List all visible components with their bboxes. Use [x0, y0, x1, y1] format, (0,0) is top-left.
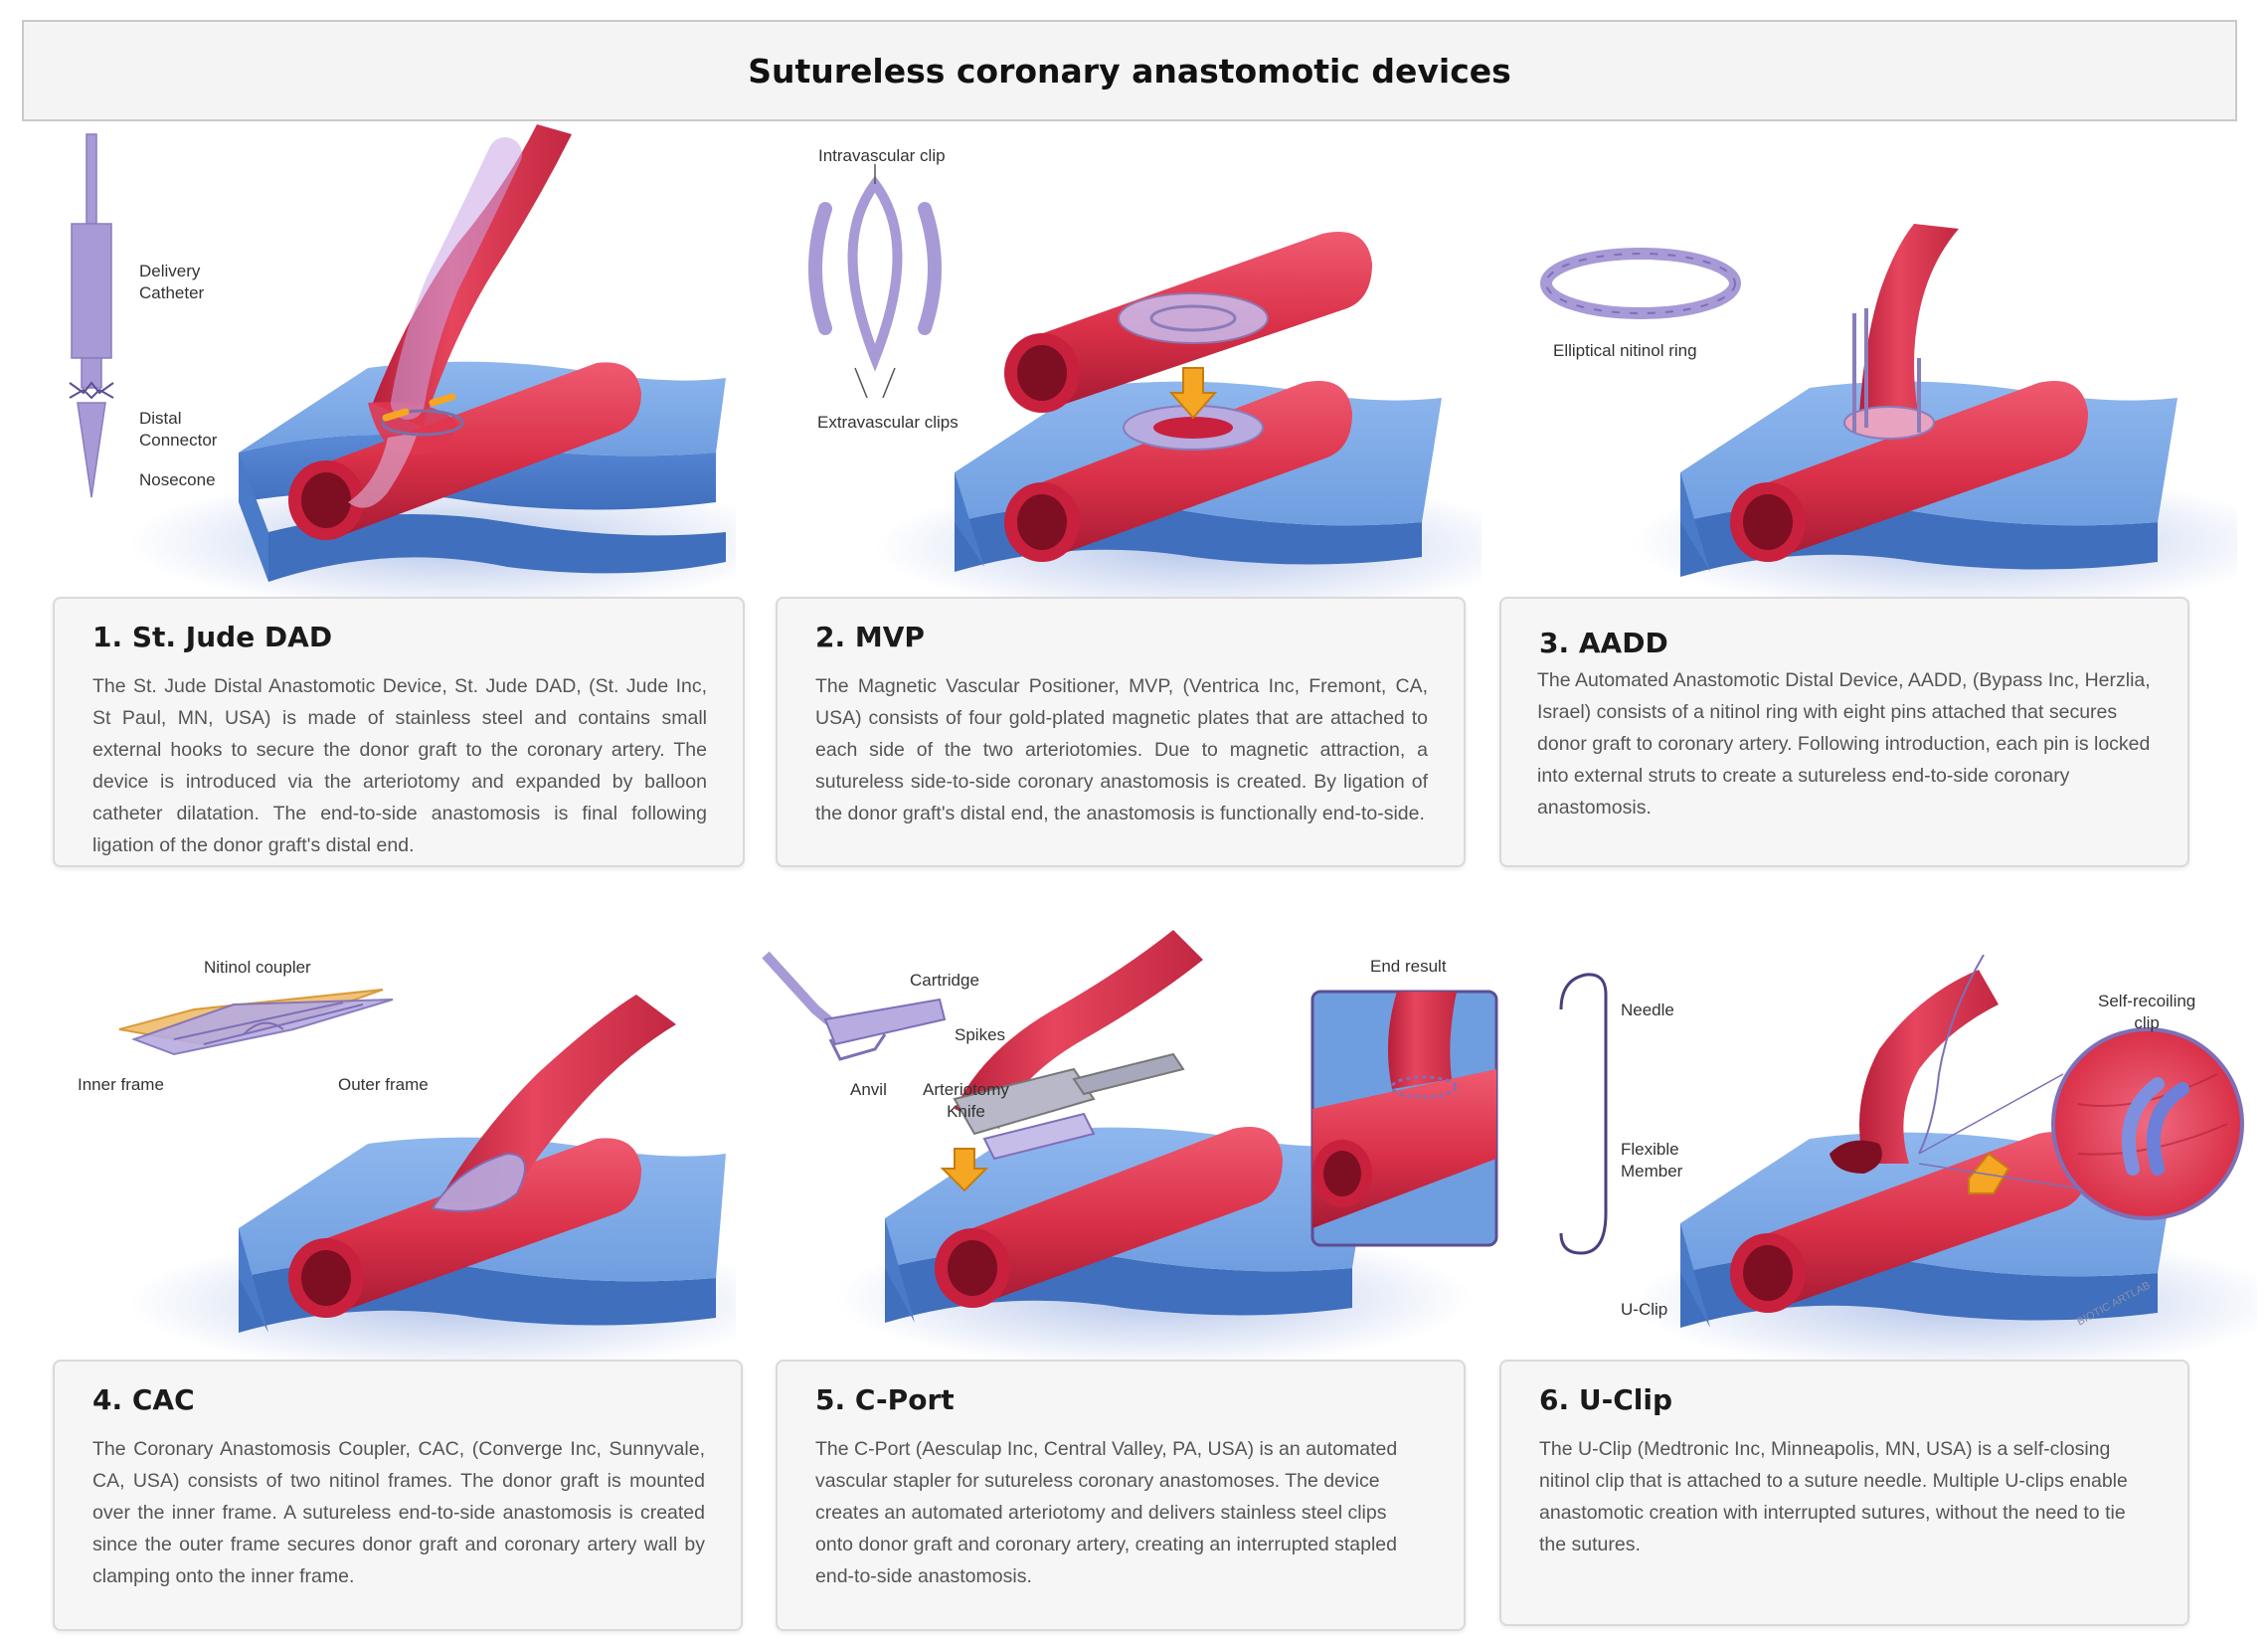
label-u-clip: U-Clip	[1621, 1300, 1668, 1319]
label-extravascular-clips: Extravascular clips	[817, 413, 959, 432]
label-end-result: End result	[1370, 957, 1447, 976]
card-text: The U-Clip (Medtronic Inc, Minneapolis, …	[1539, 1438, 2128, 1555]
label-nitinol-coupler: Nitinol coupler	[204, 958, 311, 977]
label-inner-frame: Inner frame	[78, 1075, 164, 1094]
c-port-illustration	[762, 930, 1498, 1367]
card-cac: 4. CAC The Coronary Anastomosis Coupler,…	[53, 1360, 743, 1631]
card-text: The Automated Anastomotic Distal Device,…	[1537, 669, 2151, 819]
nitinol-coupler-icon	[118, 989, 394, 1056]
label-needle: Needle	[1621, 1001, 1674, 1019]
card-heading: 4. CAC	[92, 1383, 195, 1416]
label-delivery-catheter: Delivery Catheter	[139, 262, 205, 302]
card-heading: 1. St. Jude DAD	[92, 621, 333, 653]
label-self-recoiling-clip: Self-recoiling clip	[2098, 992, 2196, 1032]
card-heading: 3. AADD	[1539, 627, 1668, 659]
card-aadd: 3. AADD The Automated Anastomotic Distal…	[1499, 597, 2189, 867]
label-flexible-member: Flexible Member	[1621, 1140, 1683, 1181]
label-distal-connector: Distal Connector	[139, 409, 218, 450]
page-title: Sutureless coronary anastomotic devices	[22, 20, 2237, 121]
label-nosecone: Nosecone	[139, 470, 216, 489]
card-text: The C-Port (Aesculap Inc, Central Valley…	[815, 1438, 1398, 1587]
label-anvil: Anvil	[850, 1080, 887, 1099]
label-intravascular-clip: Intravascular clip	[818, 146, 946, 165]
st-jude-dad-illustration	[69, 124, 736, 612]
mvp-illustration	[808, 164, 1482, 617]
card-text: The St. Jude Distal Anastomotic Device, …	[92, 675, 707, 856]
label-spikes: Spikes	[955, 1025, 1006, 1044]
u-clip-illustration	[1559, 955, 2257, 1372]
card-c-port: 5. C-Port The C-Port (Aesculap Inc, Cent…	[776, 1360, 1466, 1631]
card-mvp: 2. MVP The Magnetic Vascular Positioner,…	[776, 597, 1466, 867]
elliptical-nitinol-ring-icon	[1540, 248, 1741, 319]
card-heading: 5. C-Port	[815, 1383, 955, 1416]
label-outer-frame: Outer frame	[338, 1075, 429, 1094]
card-text: The Coronary Anastomosis Coupler, CAC, (…	[92, 1438, 705, 1587]
card-heading: 6. U-Clip	[1539, 1383, 1673, 1416]
label-elliptical-nitinol-ring: Elliptical nitinol ring	[1553, 341, 1697, 360]
label-arteriotomy-knife: Arteriotomy Knife	[923, 1080, 1009, 1121]
card-st-jude-dad: 1. St. Jude DAD The St. Jude Distal Anas…	[53, 597, 745, 867]
label-cartridge: Cartridge	[910, 971, 979, 990]
aadd-illustration	[1631, 224, 2237, 612]
card-heading: 2. MVP	[815, 621, 925, 653]
card-u-clip: 6. U-Clip The U-Clip (Medtronic Inc, Min…	[1499, 1360, 2189, 1626]
card-text: The Magnetic Vascular Positioner, MVP, (…	[815, 675, 1428, 824]
cac-illustration	[129, 995, 736, 1372]
